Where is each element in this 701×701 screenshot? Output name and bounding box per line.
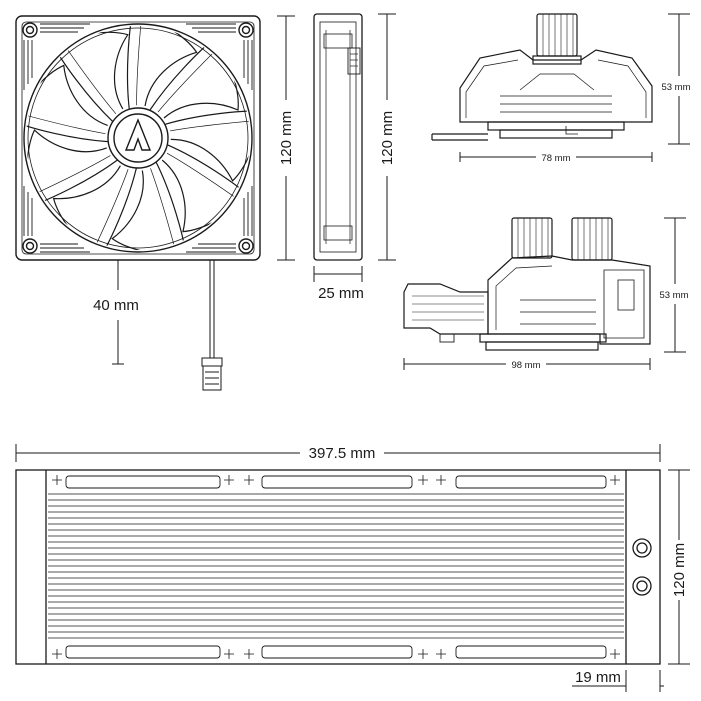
radiator-height-label: 120 mm	[671, 543, 688, 597]
fan-height-label: 120 mm	[278, 111, 295, 165]
pump-side-height-label: 53 mm	[661, 82, 690, 93]
radiator-length-label: 397.5 mm	[309, 445, 376, 462]
cable-length-dim	[112, 260, 124, 365]
fan-cable	[201, 260, 223, 391]
cable-length-label: 40 mm	[93, 297, 139, 314]
pump-side-height-dim	[668, 13, 690, 145]
fan-corner-grilles	[23, 23, 253, 253]
pump-front-height-dim	[664, 217, 686, 353]
pump-side-view	[431, 13, 653, 141]
radiator-thickness-label: 19 mm	[575, 669, 621, 686]
fan-side-height-dim	[378, 13, 396, 261]
pump-front-height-label: 53 mm	[659, 290, 688, 301]
pump-front-view	[403, 217, 651, 351]
fan-side-view	[313, 13, 363, 261]
fan-front-view	[15, 15, 261, 261]
fan-side-height-label: 120 mm	[379, 111, 396, 165]
fan-height-dim	[277, 15, 295, 261]
fan-mount-holes	[22, 22, 254, 254]
pump-side-width-label: 78 mm	[541, 153, 570, 164]
pump-front-width-dim	[403, 358, 651, 370]
radiator-view	[15, 469, 661, 665]
fan-depth-label: 25 mm	[318, 285, 364, 302]
pump-front-width-label: 98 mm	[511, 360, 540, 371]
radiator-fittings	[632, 538, 652, 596]
fan-depth-dim	[313, 266, 363, 282]
radiator-length-dim	[15, 444, 661, 462]
pump-side-width-dim	[459, 152, 653, 162]
radiator-height-dim	[668, 469, 690, 665]
arctic-logo-icon	[124, 118, 152, 151]
radiator-fins	[48, 493, 624, 639]
radiator-screw-marks	[52, 475, 620, 659]
radiator-thickness-dim	[572, 670, 664, 692]
